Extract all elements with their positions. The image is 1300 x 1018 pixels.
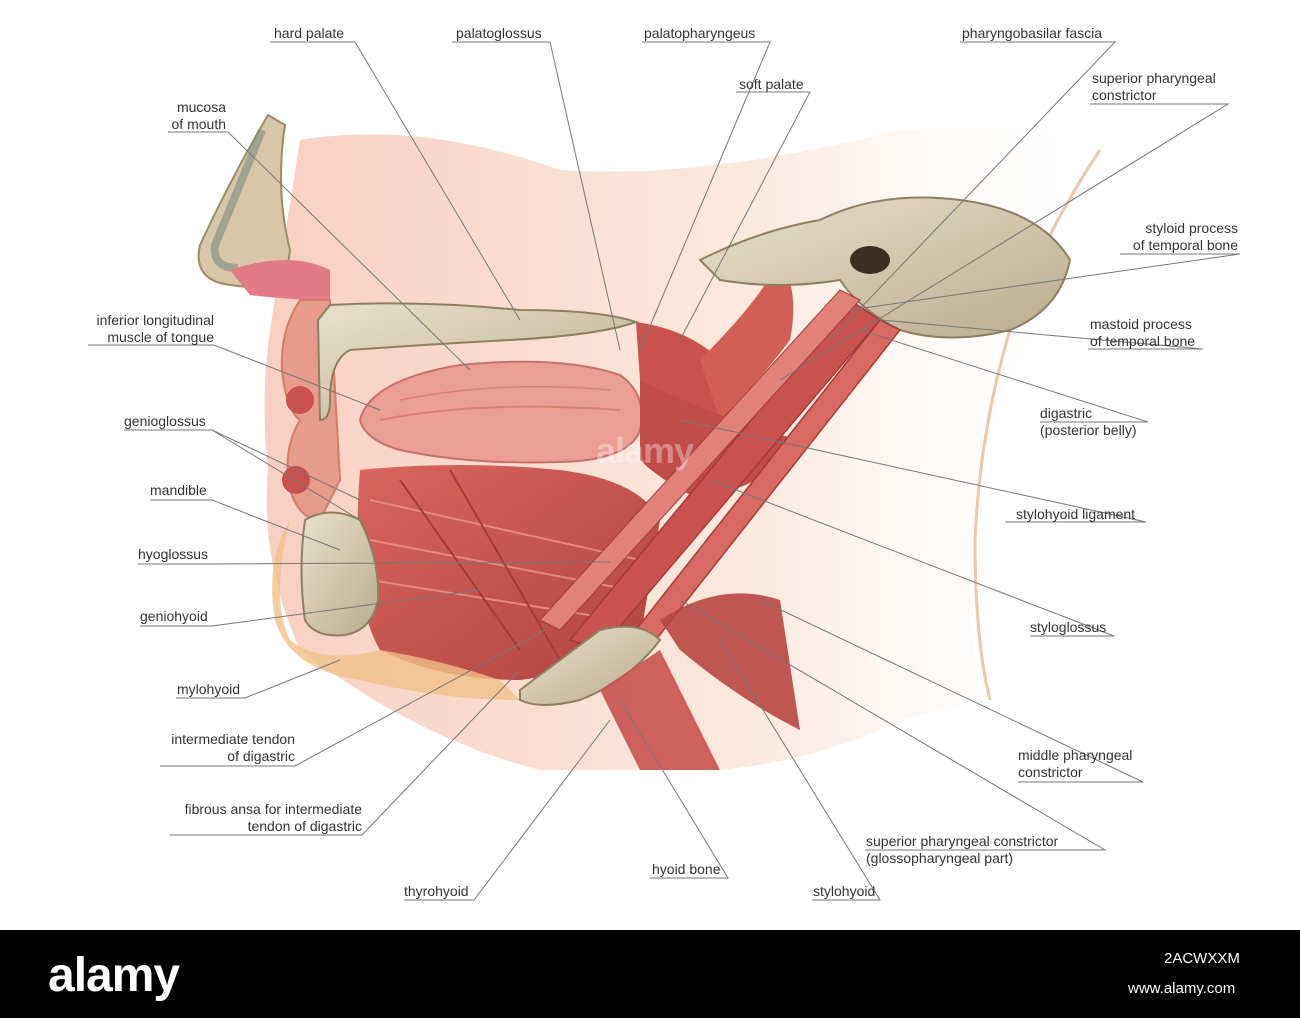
label-digastric-posterior: digastric(posterior belly) — [1040, 405, 1137, 438]
label-palatoglossus: palatoglossus — [456, 25, 542, 41]
label-palatopharyngeus: palatopharyngeus — [644, 25, 756, 41]
long-neck-muscles — [539, 289, 902, 661]
label-hyoglossus: hyoglossus — [138, 546, 209, 562]
label-mylohyoid: mylohyoid — [177, 681, 241, 697]
lower-neck-muscles — [600, 593, 800, 770]
footer-image-id: 2ACWXXM — [1164, 950, 1240, 967]
footer-bar: alamy 2ACWXXM www.alamy.com — [0, 930, 1300, 1018]
leader-lines — [88, 41, 1241, 901]
label-superior-constrictor-glosso: superior pharyngeal constrictor(glossoph… — [866, 833, 1059, 866]
footer-logo[interactable]: alamy — [48, 949, 180, 1002]
watermark: alamy — [596, 430, 694, 471]
hard-palate-bone — [316, 302, 640, 422]
label-hard-palate: hard palate — [274, 25, 345, 41]
label-thyrohyoid: thyrohyoid — [404, 883, 469, 899]
label-stylohyoid-ligament: stylohyoid ligament — [1016, 506, 1136, 522]
anatomy-illustration — [88, 41, 1241, 901]
label-genioglossus: genioglossus — [124, 413, 206, 429]
label-stylohyoid: stylohyoid — [813, 883, 876, 899]
temporal-bone — [698, 196, 1072, 339]
label-styloglossus: styloglossus — [1030, 619, 1107, 635]
label-pharyngobasilar-fascia: pharyngobasilar fascia — [962, 25, 1103, 41]
hyoid-region — [519, 625, 662, 706]
label-soft-palate: soft palate — [739, 76, 804, 92]
label-mandible: mandible — [150, 482, 207, 498]
label-hyoid-bone: hyoid bone — [652, 861, 721, 877]
nose — [197, 113, 330, 300]
footer-url[interactable]: www.alamy.com — [1128, 980, 1236, 997]
label-geniohyoid: geniohyoid — [140, 608, 208, 624]
